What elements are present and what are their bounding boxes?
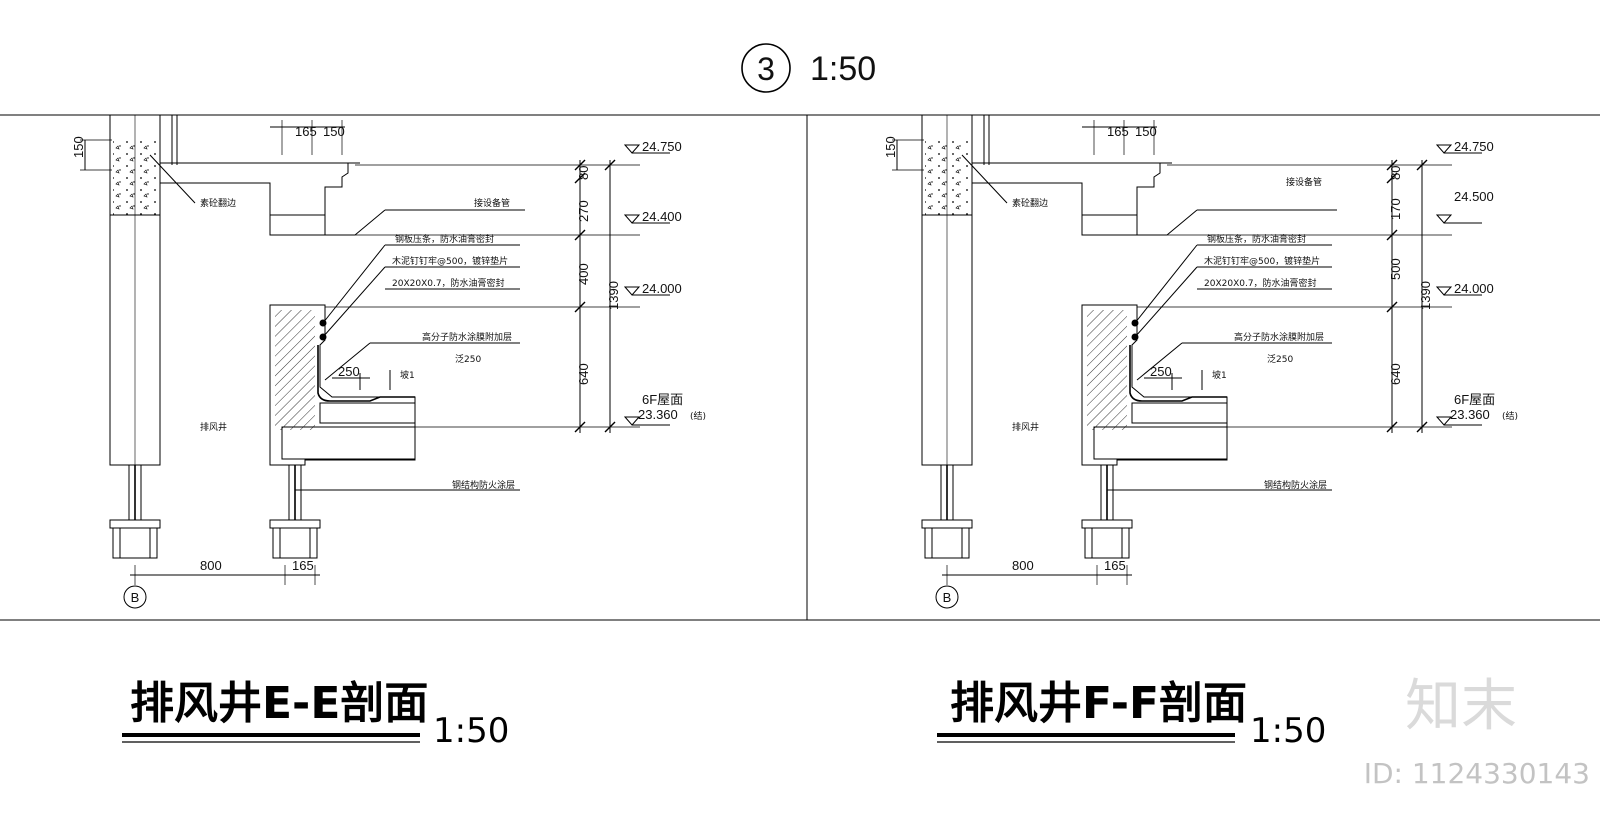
note-7: 素砼翻边 bbox=[200, 197, 236, 209]
note-8: 排风井 bbox=[200, 421, 227, 433]
note-2: 木泥钉钉牢@500，镀锌垫片 bbox=[392, 255, 508, 267]
dim-top-165: 165 bbox=[1107, 124, 1129, 139]
dim-v-0: 80 bbox=[576, 166, 591, 180]
note-3: 20X20X0.7，防水油膏密封 bbox=[392, 277, 505, 289]
elev-4: 23.360 bbox=[1450, 407, 1490, 422]
note-6: 钢结构防火涂层 bbox=[1264, 479, 1327, 491]
note-2: 木泥钉钉牢@500，镀锌垫片 bbox=[1204, 255, 1320, 267]
section-ff-title: 排风井F-F剖面 bbox=[950, 678, 1247, 729]
dim-250: 250 bbox=[338, 364, 360, 379]
elev-5: (结) bbox=[1502, 410, 1518, 422]
elev-0: 24.750 bbox=[642, 139, 682, 154]
note-4: 高分子防水涂膜附加层 bbox=[422, 331, 512, 343]
elev-2: 24.000 bbox=[642, 281, 682, 296]
note-5: 泛250 bbox=[1267, 354, 1293, 365]
note-8: 排风井 bbox=[1012, 421, 1039, 433]
dim-left-150: 150 bbox=[883, 136, 898, 158]
slope: 坡1 bbox=[400, 369, 415, 381]
dim-bottom-165: 165 bbox=[292, 558, 314, 573]
dim-total: 1390 bbox=[1418, 281, 1433, 310]
dim-top-165: 165 bbox=[295, 124, 317, 139]
elev-3: 6F屋面 bbox=[642, 392, 683, 407]
elev-1: 24.400 bbox=[642, 209, 682, 224]
watermark-brand: 知末 bbox=[1405, 674, 1517, 739]
detail-marker-circle bbox=[741, 43, 791, 93]
note-6: 钢结构防火涂层 bbox=[452, 479, 515, 491]
note-3: 20X20X0.7，防水油膏密封 bbox=[1204, 277, 1317, 289]
axis-label: B bbox=[131, 590, 140, 605]
slope: 坡1 bbox=[1212, 369, 1227, 381]
dim-v-0: 80 bbox=[1388, 166, 1403, 180]
dim-total: 1390 bbox=[606, 281, 621, 310]
detail-marker-number: 3 bbox=[757, 51, 775, 87]
dim-bottom-800: 800 bbox=[1012, 558, 1034, 573]
note-7: 素砼翻边 bbox=[1012, 197, 1048, 209]
dim-bottom-165: 165 bbox=[1104, 558, 1126, 573]
elev-3: 6F屋面 bbox=[1454, 392, 1495, 407]
section-ee-drawing bbox=[79, 114, 671, 609]
dim-top-150: 150 bbox=[1135, 124, 1157, 139]
elev-1: 24.500 bbox=[1454, 189, 1494, 204]
header-scale: 1:50 bbox=[810, 50, 876, 88]
section-ff-drawing bbox=[891, 114, 1483, 609]
note-0: 接设备管 bbox=[1286, 176, 1322, 188]
dim-v-1: 270 bbox=[576, 200, 591, 222]
section-ff-labels: 165 150 150 80 170 500 640 1390 24.750 2… bbox=[883, 124, 1518, 605]
section-ee-title: 排风井E-E剖面 bbox=[130, 678, 428, 729]
section-ee-labels: 165 150 150 80 270 400 640 1390 24.750 2… bbox=[71, 124, 706, 605]
elev-4: 23.360 bbox=[638, 407, 678, 422]
dim-bottom-800: 800 bbox=[200, 558, 222, 573]
dim-v-2: 500 bbox=[1388, 258, 1403, 280]
note-4: 高分子防水涂膜附加层 bbox=[1234, 331, 1324, 343]
dim-left-150: 150 bbox=[71, 136, 86, 158]
elev-5: (结) bbox=[690, 410, 706, 422]
dim-v-2: 400 bbox=[576, 263, 591, 285]
dim-v-1: 170 bbox=[1388, 198, 1403, 220]
note-1: 钢板压条，防水油膏密封 bbox=[1207, 233, 1306, 245]
dim-top-150: 150 bbox=[323, 124, 345, 139]
note-5: 泛250 bbox=[455, 354, 481, 365]
note-0: 接设备管 bbox=[474, 197, 510, 209]
section-ee-scale: 1:50 bbox=[433, 711, 509, 751]
note-1: 钢板压条，防水油膏密封 bbox=[395, 233, 494, 245]
elev-0: 24.750 bbox=[1454, 139, 1494, 154]
elev-2: 24.000 bbox=[1454, 281, 1494, 296]
dim-v-3: 640 bbox=[1388, 363, 1403, 385]
section-ff-scale: 1:50 bbox=[1250, 711, 1326, 751]
dim-v-3: 640 bbox=[576, 363, 591, 385]
dim-250: 250 bbox=[1150, 364, 1172, 379]
watermark-id: ID: 1124330143 bbox=[1364, 757, 1590, 790]
axis-label: B bbox=[943, 590, 952, 605]
